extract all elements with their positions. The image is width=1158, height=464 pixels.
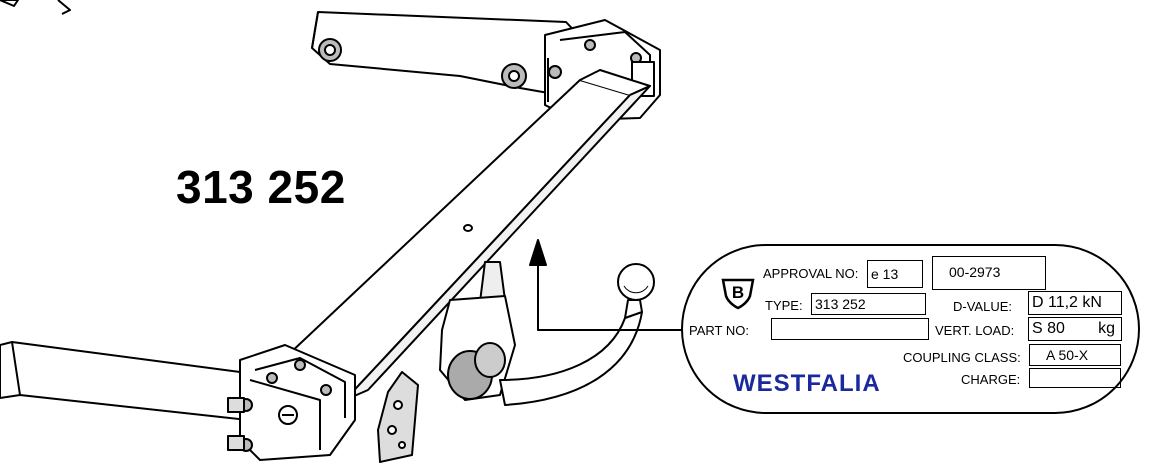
vert-load-unit: kg: [1098, 320, 1115, 337]
westfalia-logo: WESTFALIA: [733, 370, 881, 397]
approval-value-1: e 13: [867, 260, 923, 288]
d-value: D 11,2 kN: [1028, 291, 1122, 315]
upper-side-bracket: [311, 11, 661, 121]
main-crossbar: [269, 69, 651, 401]
vert-load-label: VERT. LOAD:: [935, 323, 1015, 338]
arrow-up-icon: [529, 239, 690, 331]
coupling-class-value: A 50-X: [1029, 344, 1121, 366]
vert-load-field: S 80 kg: [1028, 317, 1122, 341]
d-value-label: D-VALUE:: [953, 299, 1012, 314]
part-no-label: PART NO:: [689, 323, 749, 338]
charge-value: [1029, 368, 1121, 388]
type-value: 313 252: [811, 293, 926, 315]
approval-value-2: 00-2973: [932, 256, 1046, 290]
socket-plate: [377, 371, 419, 463]
type-approval-plate: B APPROVAL NO: e 13 00-2973 TYPE: 313 25…: [681, 244, 1140, 414]
vert-load-value: S 80: [1032, 320, 1065, 337]
b-badge-icon: B: [721, 278, 755, 310]
charge-label: CHARGE:: [961, 372, 1021, 387]
svg-text:B: B: [732, 283, 744, 302]
lower-side-bracket: [0, 341, 356, 461]
coupling-class-label: COUPLING CLASS:: [903, 350, 1021, 365]
approval-label: APPROVAL NO:: [763, 266, 859, 281]
part-number-title: 313 252: [176, 161, 346, 213]
tow-ball-icon: [439, 261, 655, 406]
type-label: TYPE:: [765, 298, 803, 313]
part-no-value: [771, 318, 929, 340]
